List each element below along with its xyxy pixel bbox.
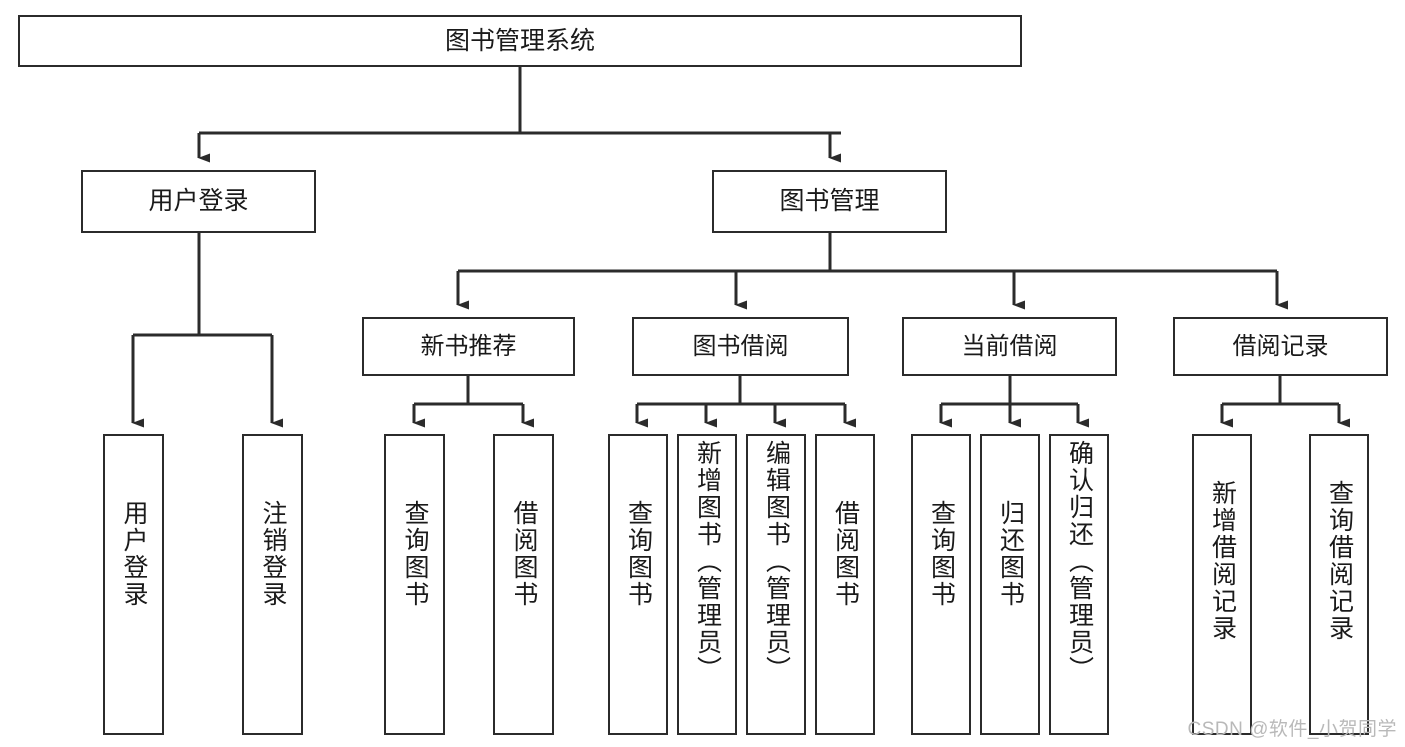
node-label: 注销登录	[259, 500, 287, 608]
node-leaf-add-book[interactable]: 新增图书（管理员）	[677, 434, 737, 735]
node-label: 新增借阅记录	[1208, 480, 1237, 642]
node-leaf-query-book-1[interactable]: 查询图书	[384, 434, 445, 735]
node-label: 查询图书	[624, 500, 653, 608]
node-label: 确认归还（管理员）	[1065, 440, 1094, 683]
node-leaf-edit-book[interactable]: 编辑图书（管理员）	[746, 434, 806, 735]
node-leaf-add-record[interactable]: 新增借阅记录	[1192, 434, 1252, 735]
node-label: 新增图书（管理员）	[693, 440, 722, 683]
node-leaf-logout[interactable]: 注销登录	[242, 434, 303, 735]
node-book-manage[interactable]: 图书管理	[712, 170, 947, 233]
node-label: 图书借阅	[692, 332, 789, 360]
node-root-system[interactable]: 图书管理系统	[18, 15, 1022, 67]
node-label: 借阅图书	[510, 500, 538, 608]
node-current-borrow[interactable]: 当前借阅	[902, 317, 1117, 376]
node-leaf-return-book[interactable]: 归还图书	[980, 434, 1040, 735]
node-label: 用户登录	[120, 500, 148, 608]
node-label: 用户登录	[148, 187, 249, 215]
node-label: 借阅记录	[1232, 332, 1329, 360]
node-label: 查询借阅记录	[1325, 480, 1354, 642]
node-user-login[interactable]: 用户登录	[81, 170, 316, 233]
node-leaf-borrow-book-2[interactable]: 借阅图书	[815, 434, 875, 735]
node-leaf-confirm-return[interactable]: 确认归还（管理员）	[1049, 434, 1109, 735]
node-leaf-borrow-book-1[interactable]: 借阅图书	[493, 434, 554, 735]
node-label: 编辑图书（管理员）	[762, 440, 791, 683]
node-leaf-query-book-3[interactable]: 查询图书	[911, 434, 971, 735]
node-leaf-query-book-2[interactable]: 查询图书	[608, 434, 668, 735]
node-label: 当前借阅	[961, 332, 1058, 360]
node-borrow-record[interactable]: 借阅记录	[1173, 317, 1388, 376]
node-book-borrow[interactable]: 图书借阅	[632, 317, 849, 376]
node-label: 图书管理系统	[444, 26, 595, 55]
node-label: 查询图书	[927, 500, 956, 608]
node-new-book-recommend[interactable]: 新书推荐	[362, 317, 575, 376]
node-label: 借阅图书	[831, 500, 860, 608]
node-label: 归还图书	[996, 500, 1025, 608]
node-leaf-query-record[interactable]: 查询借阅记录	[1309, 434, 1369, 735]
node-label: 查询图书	[401, 500, 429, 608]
node-leaf-user-login[interactable]: 用户登录	[103, 434, 164, 735]
node-label: 图书管理	[779, 187, 880, 215]
node-label: 新书推荐	[420, 332, 517, 360]
